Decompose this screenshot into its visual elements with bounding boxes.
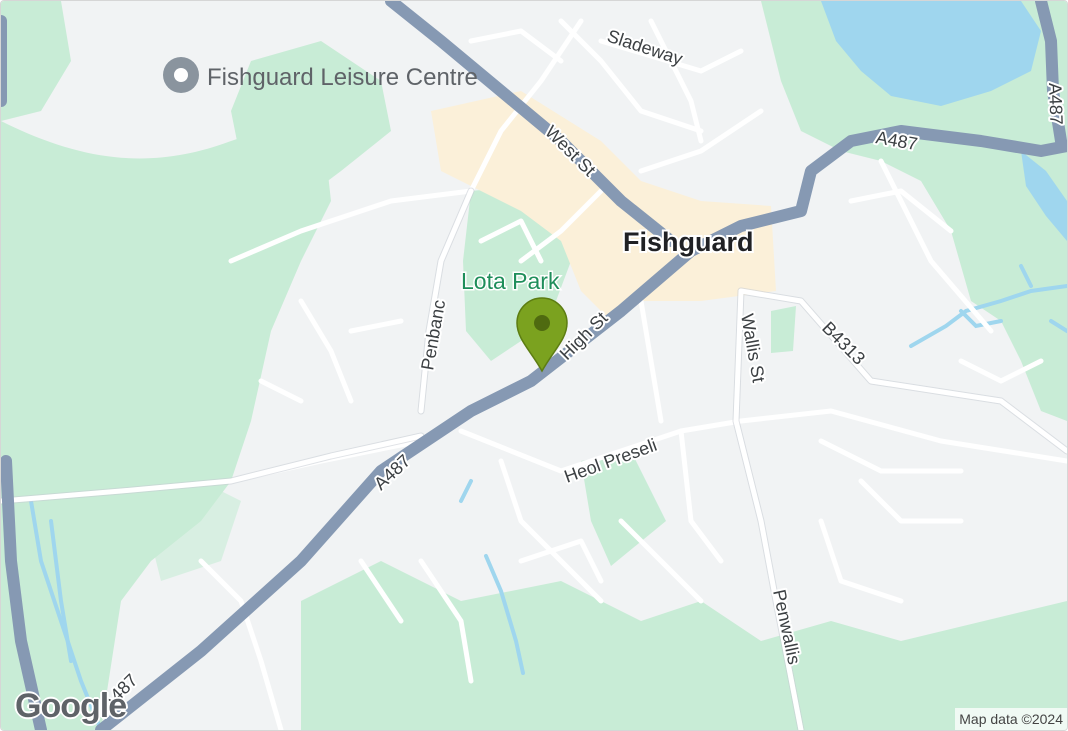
water-bodies	[821, 1, 1067, 241]
poi-label: Fishguard Leisure Centre	[207, 64, 478, 91]
park-label: Lota Park	[461, 268, 560, 294]
streams	[29, 264, 1067, 730]
secondary-streets	[1, 108, 1067, 730]
google-logo[interactable]: Google	[15, 687, 127, 725]
map-marker-dot	[534, 315, 550, 331]
a487-east-label: A487	[874, 127, 919, 154]
place-pin-icon-dot	[174, 68, 188, 82]
town-label: Fishguard	[623, 227, 754, 257]
map-marker-icon	[516, 297, 568, 373]
a487-ne-label: A487	[1045, 82, 1066, 125]
town-centre-area	[431, 91, 776, 321]
location-marker[interactable]	[516, 297, 568, 373]
map-attribution[interactable]: Map data ©2024	[955, 708, 1067, 730]
poi-leisure-centre[interactable]: Fishguard Leisure Centre	[163, 57, 478, 93]
